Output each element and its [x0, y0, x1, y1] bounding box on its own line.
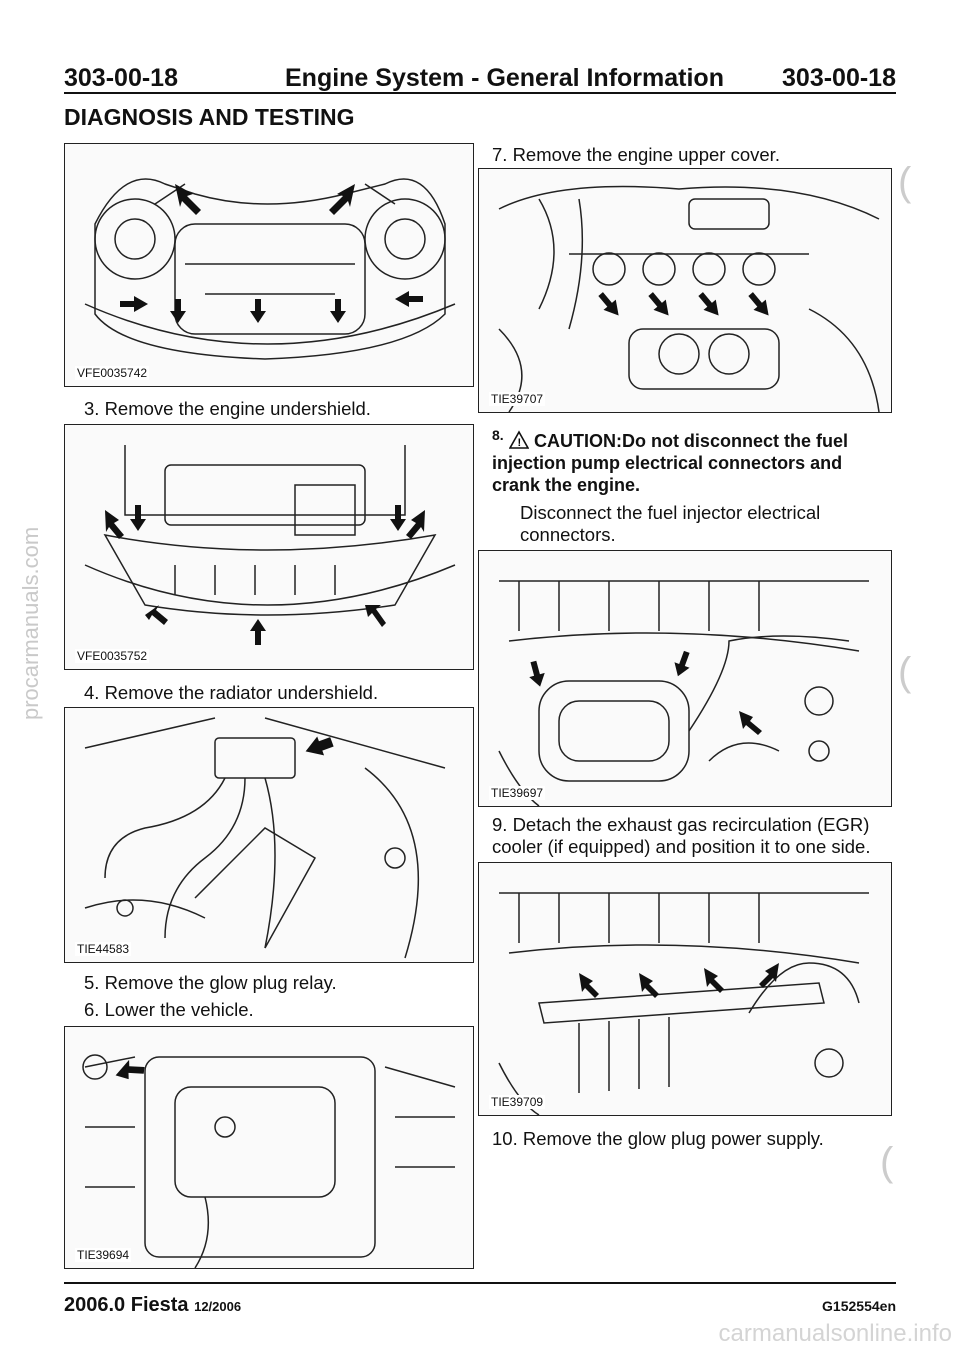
figure-label: TIE39707	[489, 392, 546, 406]
margin-bracket: (	[880, 1140, 894, 1184]
figure-label: TIE39694	[75, 1248, 132, 1262]
step-9: 9. Detach the exhaust gas recirculation …	[492, 814, 871, 857]
glow-plug-relay-illustration	[84, 717, 446, 959]
margin-bracket: (	[898, 160, 912, 204]
header-left-code: 303-00-18	[64, 64, 178, 92]
engine-undershield-illustration	[84, 178, 456, 360]
svg-text:!: !	[517, 437, 521, 449]
section-title: DIAGNOSIS AND TESTING	[64, 104, 355, 130]
step-4: 4. Remove the radiator undershield.	[84, 682, 379, 703]
caution-text: CAUTION:Do not disconnect the fuel injec…	[492, 431, 848, 496]
header-title: Engine System - General Information	[285, 64, 724, 92]
header-right-code: 303-00-18	[782, 64, 896, 92]
figure-label: TIE39697	[489, 786, 546, 800]
step-3: 3. Remove the engine undershield.	[84, 398, 371, 419]
engine-cover-illustration	[82, 1054, 456, 1268]
figure-glow-plug-relay: TIE44583	[64, 707, 474, 963]
figure-egr-cooler: TIE39709	[478, 862, 892, 1116]
engine-upper-illustration	[498, 185, 880, 412]
footer-model: 2006.0 Fiesta 12/2006	[64, 1294, 241, 1317]
figure-label: VFE0035752	[75, 649, 150, 663]
figure-fuel-injector-connectors: TIE39697	[478, 550, 892, 807]
step-10: 10. Remove the glow plug power supply.	[492, 1128, 824, 1149]
radiator-undershield-illustration	[84, 445, 456, 645]
step-8: 8. ! CAUTION:Do not disconnect the fuel …	[492, 424, 892, 496]
step-5: 5. Remove the glow plug relay.	[84, 972, 337, 993]
bottom-watermark: carmanualsonline.info	[718, 1320, 952, 1347]
figure-radiator-undershield: VFE0035752	[64, 424, 474, 670]
footer-model-name: 2006.0 Fiesta	[64, 1294, 189, 1316]
step-7: 7. Remove the engine upper cover.	[492, 144, 780, 165]
egr-cooler-illustration	[498, 892, 869, 1115]
step-8-number: 8.	[492, 427, 504, 443]
step-8-instruction: Disconnect the fuel injector electrical …	[520, 502, 821, 545]
fuel-injector-connectors-illustration	[498, 580, 869, 806]
figure-engine-cover: TIE39694	[64, 1026, 474, 1269]
footer-code: G152554en	[822, 1298, 896, 1314]
header-rule	[64, 92, 896, 94]
figure-engine-undershield: VFE0035742	[64, 143, 474, 387]
margin-bracket: (	[898, 650, 912, 694]
figure-label: TIE39709	[489, 1095, 546, 1109]
footer-date: 12/2006	[194, 1299, 242, 1314]
side-watermark: procarmanuals.com	[18, 526, 43, 720]
figure-label: VFE0035742	[75, 366, 150, 380]
step-6: 6. Lower the vehicle.	[84, 999, 254, 1020]
warning-triangle-icon: !	[508, 430, 530, 450]
footer-rule	[64, 1282, 896, 1284]
figure-engine-upper: TIE39707	[478, 168, 892, 413]
figure-label: TIE44583	[75, 942, 132, 956]
